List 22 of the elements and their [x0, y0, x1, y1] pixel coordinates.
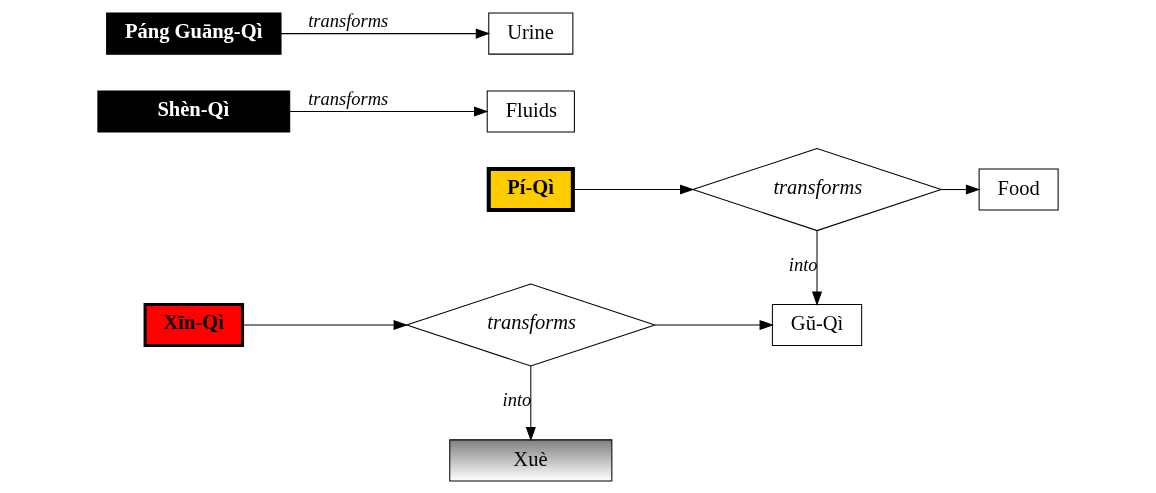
- node-box: Fluids: [486, 90, 575, 133]
- node-diamond: transforms: [405, 282, 657, 367]
- arrow: [654, 319, 774, 330]
- node-box: Xīn-Qì: [143, 302, 245, 347]
- arrow: [280, 28, 491, 39]
- arrow: [289, 106, 489, 117]
- edge-label: into: [788, 254, 818, 275]
- arrow: [572, 184, 695, 195]
- arrow: [940, 184, 981, 195]
- node-box: Gŭ-Qì: [771, 303, 863, 346]
- node-box: Pí-Qì: [486, 166, 575, 212]
- edge-label: transforms: [308, 10, 389, 31]
- node-box: Urine: [488, 12, 574, 55]
- node-box: Xuè: [449, 438, 613, 481]
- node-diamond: transforms: [691, 147, 943, 231]
- node-box: Páng Guāng-Qì: [106, 12, 282, 55]
- edge-label: transforms: [308, 88, 389, 109]
- node-box: Food: [978, 168, 1059, 211]
- arrow: [525, 365, 536, 441]
- node-box: Shèn-Qì: [97, 90, 291, 133]
- arrow: [242, 319, 408, 330]
- arrow: [812, 229, 823, 306]
